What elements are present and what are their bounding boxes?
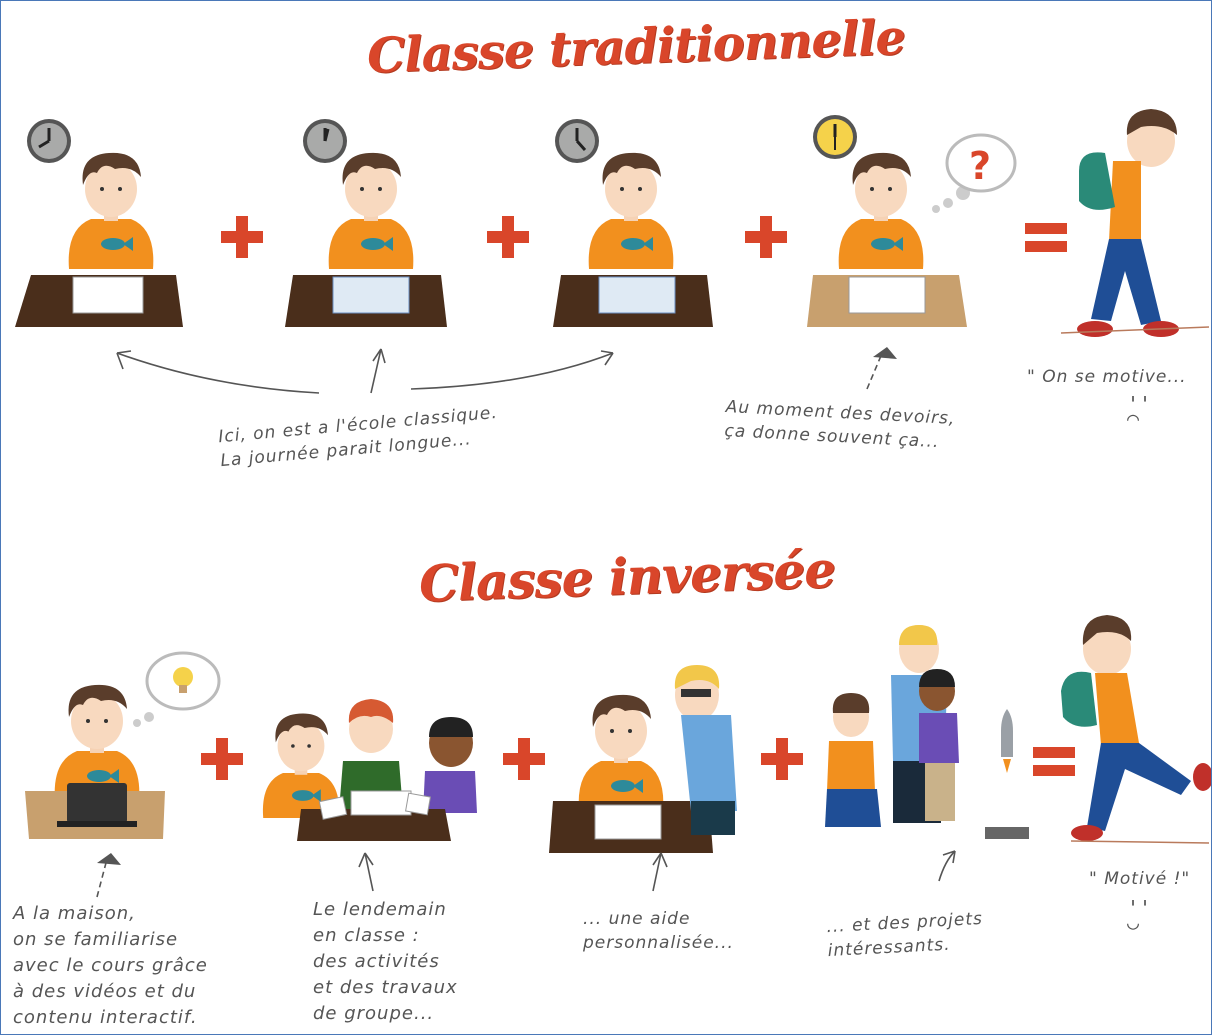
arrowhead — [97, 853, 121, 865]
laptop-icon — [57, 783, 137, 827]
sad-face: '' ⌒ — [1127, 392, 1152, 430]
svg-text:?: ? — [969, 144, 991, 188]
note-next-day: Le lendemain en classe : des activités e… — [313, 899, 458, 1024]
equals-icon — [1033, 747, 1075, 776]
plus-icon — [201, 738, 243, 780]
students-project — [825, 625, 1029, 839]
students-group-work — [262, 699, 477, 841]
plus-icon — [221, 216, 263, 258]
quote-happy: " Motivé !" — [1089, 869, 1191, 889]
pointer-arrows-2 — [96, 850, 956, 898]
student-with-teacher — [549, 665, 737, 853]
note-at-home: A la maison, on se familiarise avec le c… — [13, 903, 208, 1028]
pointer-arrows-1 — [116, 348, 884, 394]
student-with-laptop — [25, 651, 221, 839]
rocket-icon — [1001, 709, 1013, 773]
note-personal-help: ... une aide personnalisée... — [583, 909, 734, 953]
equals-icon — [1025, 223, 1067, 252]
plus-icon — [745, 216, 787, 258]
clock-icon — [555, 119, 599, 163]
clock-icon — [303, 119, 347, 163]
plus-icon — [761, 738, 803, 780]
plus-icon — [487, 216, 529, 258]
student-at-desk-2 — [285, 152, 447, 327]
student-at-desk-3 — [553, 152, 713, 327]
clock-icon — [27, 119, 71, 163]
lightbulb-bubble-icon — [133, 651, 221, 727]
student-at-desk-1 — [15, 152, 183, 327]
note-projects: ... et des projets intéressants. — [825, 908, 984, 962]
arrowhead — [873, 347, 897, 359]
happy-face: '' ◡ — [1127, 896, 1152, 934]
plus-icon — [503, 738, 545, 780]
student-walking-happy — [1061, 615, 1211, 844]
question-bubble-icon: ? — [932, 133, 1017, 213]
quote-sad: " On se motive... — [1027, 367, 1187, 387]
clock-icon — [813, 115, 857, 159]
student-walking-sad — [1060, 109, 1210, 337]
student-doing-homework: ? — [807, 133, 1017, 327]
